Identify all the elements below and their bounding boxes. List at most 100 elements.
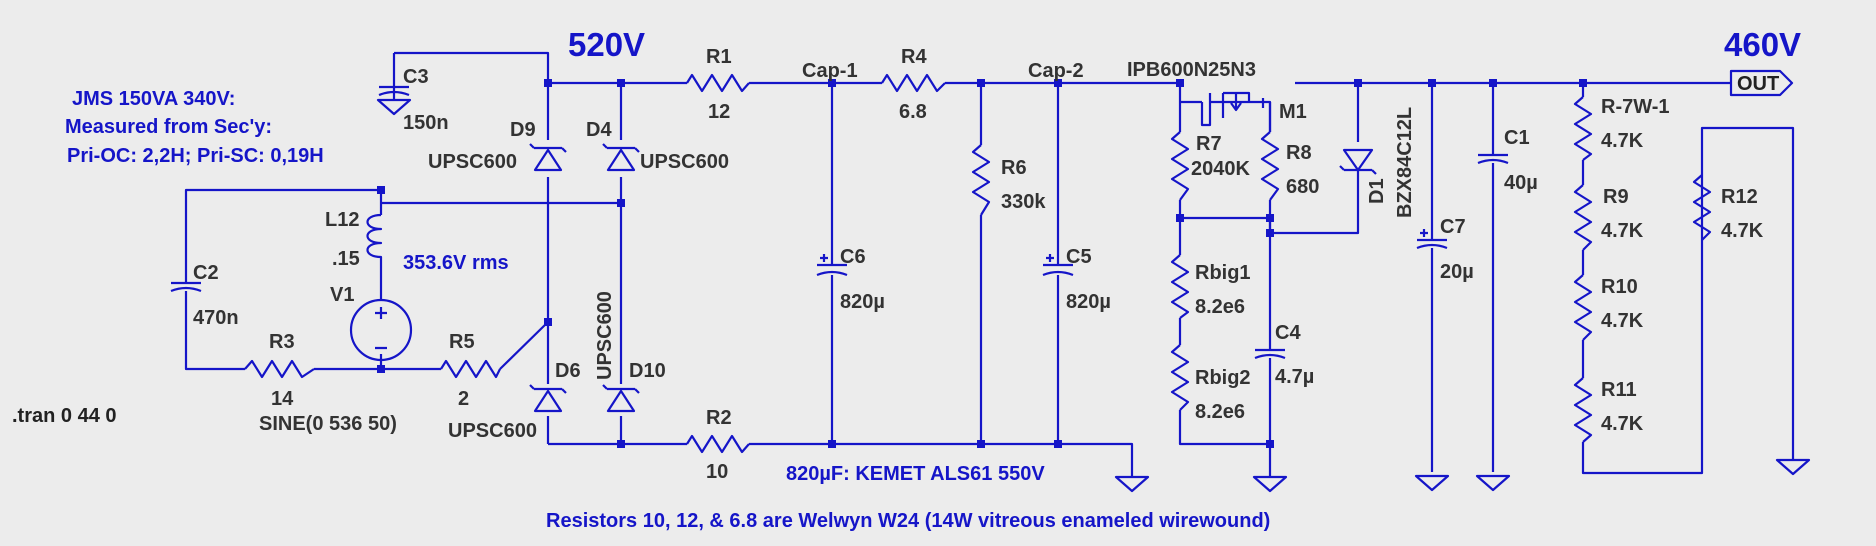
diode-d4-symbol xyxy=(602,143,640,172)
label-c6-value: 820µ xyxy=(840,291,885,313)
label-l12-name: L12 xyxy=(325,209,359,231)
label-r4-value: 6.8 xyxy=(899,101,927,123)
capacitors xyxy=(170,85,1509,366)
note-caps: 820µF: KEMET ALS61 550V xyxy=(786,463,1045,485)
label-r7w1-name: R-7W-1 xyxy=(1601,96,1670,118)
label-d10-value: UPSC600 xyxy=(594,291,616,380)
junction xyxy=(977,79,985,87)
resistor-r7-symbol xyxy=(1170,131,1190,201)
junction xyxy=(1054,79,1062,87)
label-rbig1-value: 8.2e6 xyxy=(1195,296,1245,318)
label-r10-name: R10 xyxy=(1601,276,1638,298)
label-d9-name: D9 xyxy=(510,119,536,141)
junction xyxy=(1579,79,1587,87)
resistor-r5-symbol xyxy=(440,359,501,379)
voltage-source-v1-symbol xyxy=(349,298,413,362)
label-d6-name: D6 xyxy=(555,360,581,382)
label-c2-value: 470n xyxy=(193,307,239,329)
label-d1-name: D1 xyxy=(1366,178,1388,204)
junction xyxy=(1489,79,1497,87)
ground-symbol xyxy=(1114,463,1150,493)
junction xyxy=(1266,440,1274,448)
resistor-r6-symbol xyxy=(971,144,991,216)
note-transformer-line1: JMS 150VA 340V: xyxy=(72,88,235,110)
resistor-r9-symbol xyxy=(1573,184,1593,275)
label-rbig2-value: 8.2e6 xyxy=(1195,401,1245,423)
label-c4-name: C4 xyxy=(1275,322,1301,344)
junction xyxy=(977,440,985,448)
junction xyxy=(377,365,385,373)
label-r7-name: R7 xyxy=(1196,133,1222,155)
label-r1-value: 12 xyxy=(708,101,730,123)
label-m1-value: IPB600N25N3 xyxy=(1127,59,1256,81)
label-r1-name: R1 xyxy=(706,46,732,68)
ground-symbol xyxy=(1775,458,1811,476)
resistor-r1-symbol xyxy=(686,73,750,93)
junction-dots xyxy=(377,79,1587,448)
resistor-r10-symbol xyxy=(1573,274,1593,378)
capacitor-c4-symbol xyxy=(1254,342,1286,366)
diode-d9-symbol xyxy=(529,143,567,172)
resistor-r4-symbol xyxy=(881,73,946,93)
spice-directive: .tran 0 44 0 xyxy=(12,405,117,427)
note-transformer-line3: Pri-OC: 2,2H; Pri-SC: 0,19H xyxy=(67,145,324,167)
label-r3-value: 14 xyxy=(271,388,294,410)
capacitor-c5-symbol xyxy=(1042,255,1074,287)
capacitor-c6-symbol xyxy=(816,255,848,287)
junction xyxy=(1176,214,1184,222)
diode-d6-symbol xyxy=(529,384,567,413)
label-r7w1-value: 4.7K xyxy=(1601,130,1644,152)
net-label-cap1: Cap-1 xyxy=(802,60,858,82)
label-d1-value: BZX84C12L xyxy=(1394,107,1416,218)
resistor-r2-symbol xyxy=(686,434,750,454)
label-rbig1-name: Rbig1 xyxy=(1195,262,1251,284)
label-r7-value: 2040K xyxy=(1191,158,1250,180)
junction xyxy=(617,199,625,207)
junction xyxy=(1054,440,1062,448)
note-transformer-line2: Measured from Sec'y: xyxy=(65,116,272,138)
junction xyxy=(1354,79,1362,87)
label-r10-value: 4.7K xyxy=(1601,310,1644,332)
label-c3-name: C3 xyxy=(403,66,429,88)
label-r6-value: 330k xyxy=(1001,191,1046,213)
label-m1-name: M1 xyxy=(1279,101,1307,123)
junction xyxy=(544,318,552,326)
zener-d1-symbol xyxy=(1339,148,1377,210)
ground-symbol xyxy=(1252,468,1288,493)
resistor-r8-symbol xyxy=(1260,131,1280,201)
label-d4-name: D4 xyxy=(586,119,612,141)
label-r2-value: 10 xyxy=(706,461,728,483)
junction xyxy=(617,440,625,448)
label-r2-name: R2 xyxy=(706,407,732,429)
label-c7-value: 20µ xyxy=(1440,261,1474,283)
capacitor-c1-symbol xyxy=(1477,149,1509,171)
label-d4-value: UPSC600 xyxy=(640,151,729,173)
mosfet-m1-arrow xyxy=(1230,93,1242,112)
capacitor-c2-symbol xyxy=(170,281,202,305)
diode-d10-symbol xyxy=(602,384,640,413)
polarity-plus-marks xyxy=(820,229,1428,262)
label-r12-value: 4.7K xyxy=(1721,220,1764,242)
label-c5-value: 820µ xyxy=(1066,291,1111,313)
capacitor-c3-symbol xyxy=(378,85,410,97)
label-r12-name: R12 xyxy=(1721,186,1758,208)
resistor-r11-symbol xyxy=(1573,377,1593,460)
out-port-symbol xyxy=(1729,69,1794,97)
source-inductor xyxy=(349,213,413,362)
resistor-r7w1-symbol xyxy=(1573,96,1593,185)
component-labels: C3 150n C2 470n L12 .15 V1 SINE(0 536 50… xyxy=(193,46,1764,483)
out-port-label: OUT xyxy=(1737,73,1779,95)
junction xyxy=(1428,79,1436,87)
label-r3-name: R3 xyxy=(269,331,295,353)
label-c6-name: C6 xyxy=(840,246,866,268)
label-r9-value: 4.7K xyxy=(1601,220,1644,242)
label-c1-name: C1 xyxy=(1504,127,1530,149)
junction xyxy=(544,79,552,87)
label-v1-name: V1 xyxy=(330,284,354,306)
label-c7-name: C7 xyxy=(1440,216,1466,238)
label-r6-name: R6 xyxy=(1001,157,1027,179)
wires xyxy=(184,51,1795,475)
resistor-r3-symbol xyxy=(244,359,315,379)
junction xyxy=(828,440,836,448)
mosfet-m1-symbol xyxy=(1180,91,1272,132)
